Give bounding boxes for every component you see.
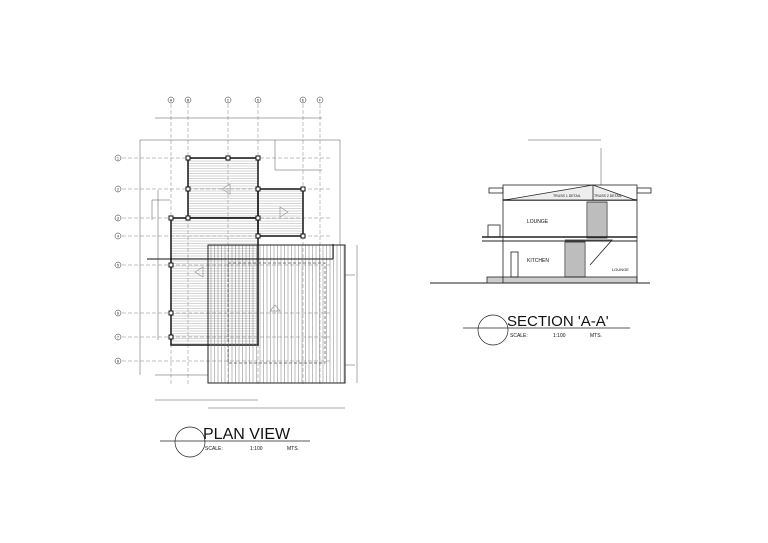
grid-bubble xyxy=(114,261,122,269)
grid-row-label: 5 xyxy=(117,263,119,267)
grid-bubble xyxy=(114,185,122,193)
truss-2-label: TRUSS 2 DETAIL xyxy=(594,194,622,198)
plan-scale-label: SCALE: xyxy=(205,446,223,452)
room-label-lounge-lower: LOUNGE xyxy=(612,267,629,272)
grid-column-label: E xyxy=(302,99,305,103)
grid-row-label: 6 xyxy=(117,311,119,315)
section-scale-label: SCALE: xyxy=(510,333,528,339)
plan-scale-value: 1:100 xyxy=(250,446,263,452)
section-scale-value: 1:100 xyxy=(553,333,566,339)
roof-outline xyxy=(207,244,346,384)
grid-row-label: 3 xyxy=(117,216,119,220)
dimension-lines xyxy=(139,117,358,409)
grid-bubble xyxy=(316,96,324,104)
grid-row-label: 7 xyxy=(117,335,119,339)
room-label-kitchen: KITCHEN xyxy=(527,258,549,264)
grid-bubble xyxy=(114,357,122,365)
truss-1-label: TRUSS 1 DETAIL xyxy=(553,194,581,198)
grid-bubble xyxy=(224,96,232,104)
roof-inner-outline xyxy=(227,262,326,364)
grid-bubble xyxy=(114,309,122,317)
grid-bubble xyxy=(114,232,122,240)
grid-bubble xyxy=(114,154,122,162)
section-title: SECTION 'A-A' xyxy=(507,313,609,330)
plan-title: PLAN VIEW xyxy=(203,426,291,443)
grid-column-label: A xyxy=(170,99,173,103)
grid-column-label: F xyxy=(319,99,321,103)
grid-row-label: 2 xyxy=(117,187,119,191)
grid-bubble xyxy=(184,96,192,104)
grid-bubble xyxy=(254,96,262,104)
grid-column-label: C xyxy=(227,99,230,103)
section-units: MTS. xyxy=(590,333,602,339)
grid-column-label: D xyxy=(257,99,260,103)
grid-row-label: 1 xyxy=(117,156,119,160)
columns xyxy=(168,155,306,340)
plan-view: A B C D E F 1 2 3 4 5 6 7 8 xyxy=(114,96,358,409)
grid-bubble xyxy=(114,214,122,222)
grid-row-label: 4 xyxy=(117,234,119,238)
grid-bubble xyxy=(299,96,307,104)
grid-row-label: 8 xyxy=(117,359,119,363)
plan-units: MTS. xyxy=(287,446,299,452)
slope-arrows xyxy=(194,183,289,312)
section-title-circle xyxy=(477,314,509,346)
room-label-lounge-upper: LOUNGE xyxy=(527,219,549,225)
section-view xyxy=(430,139,652,284)
grid-bubble xyxy=(114,333,122,341)
grid-bubble xyxy=(167,96,175,104)
grid-column-label: B xyxy=(187,99,190,103)
plan-title-circle xyxy=(174,426,206,458)
